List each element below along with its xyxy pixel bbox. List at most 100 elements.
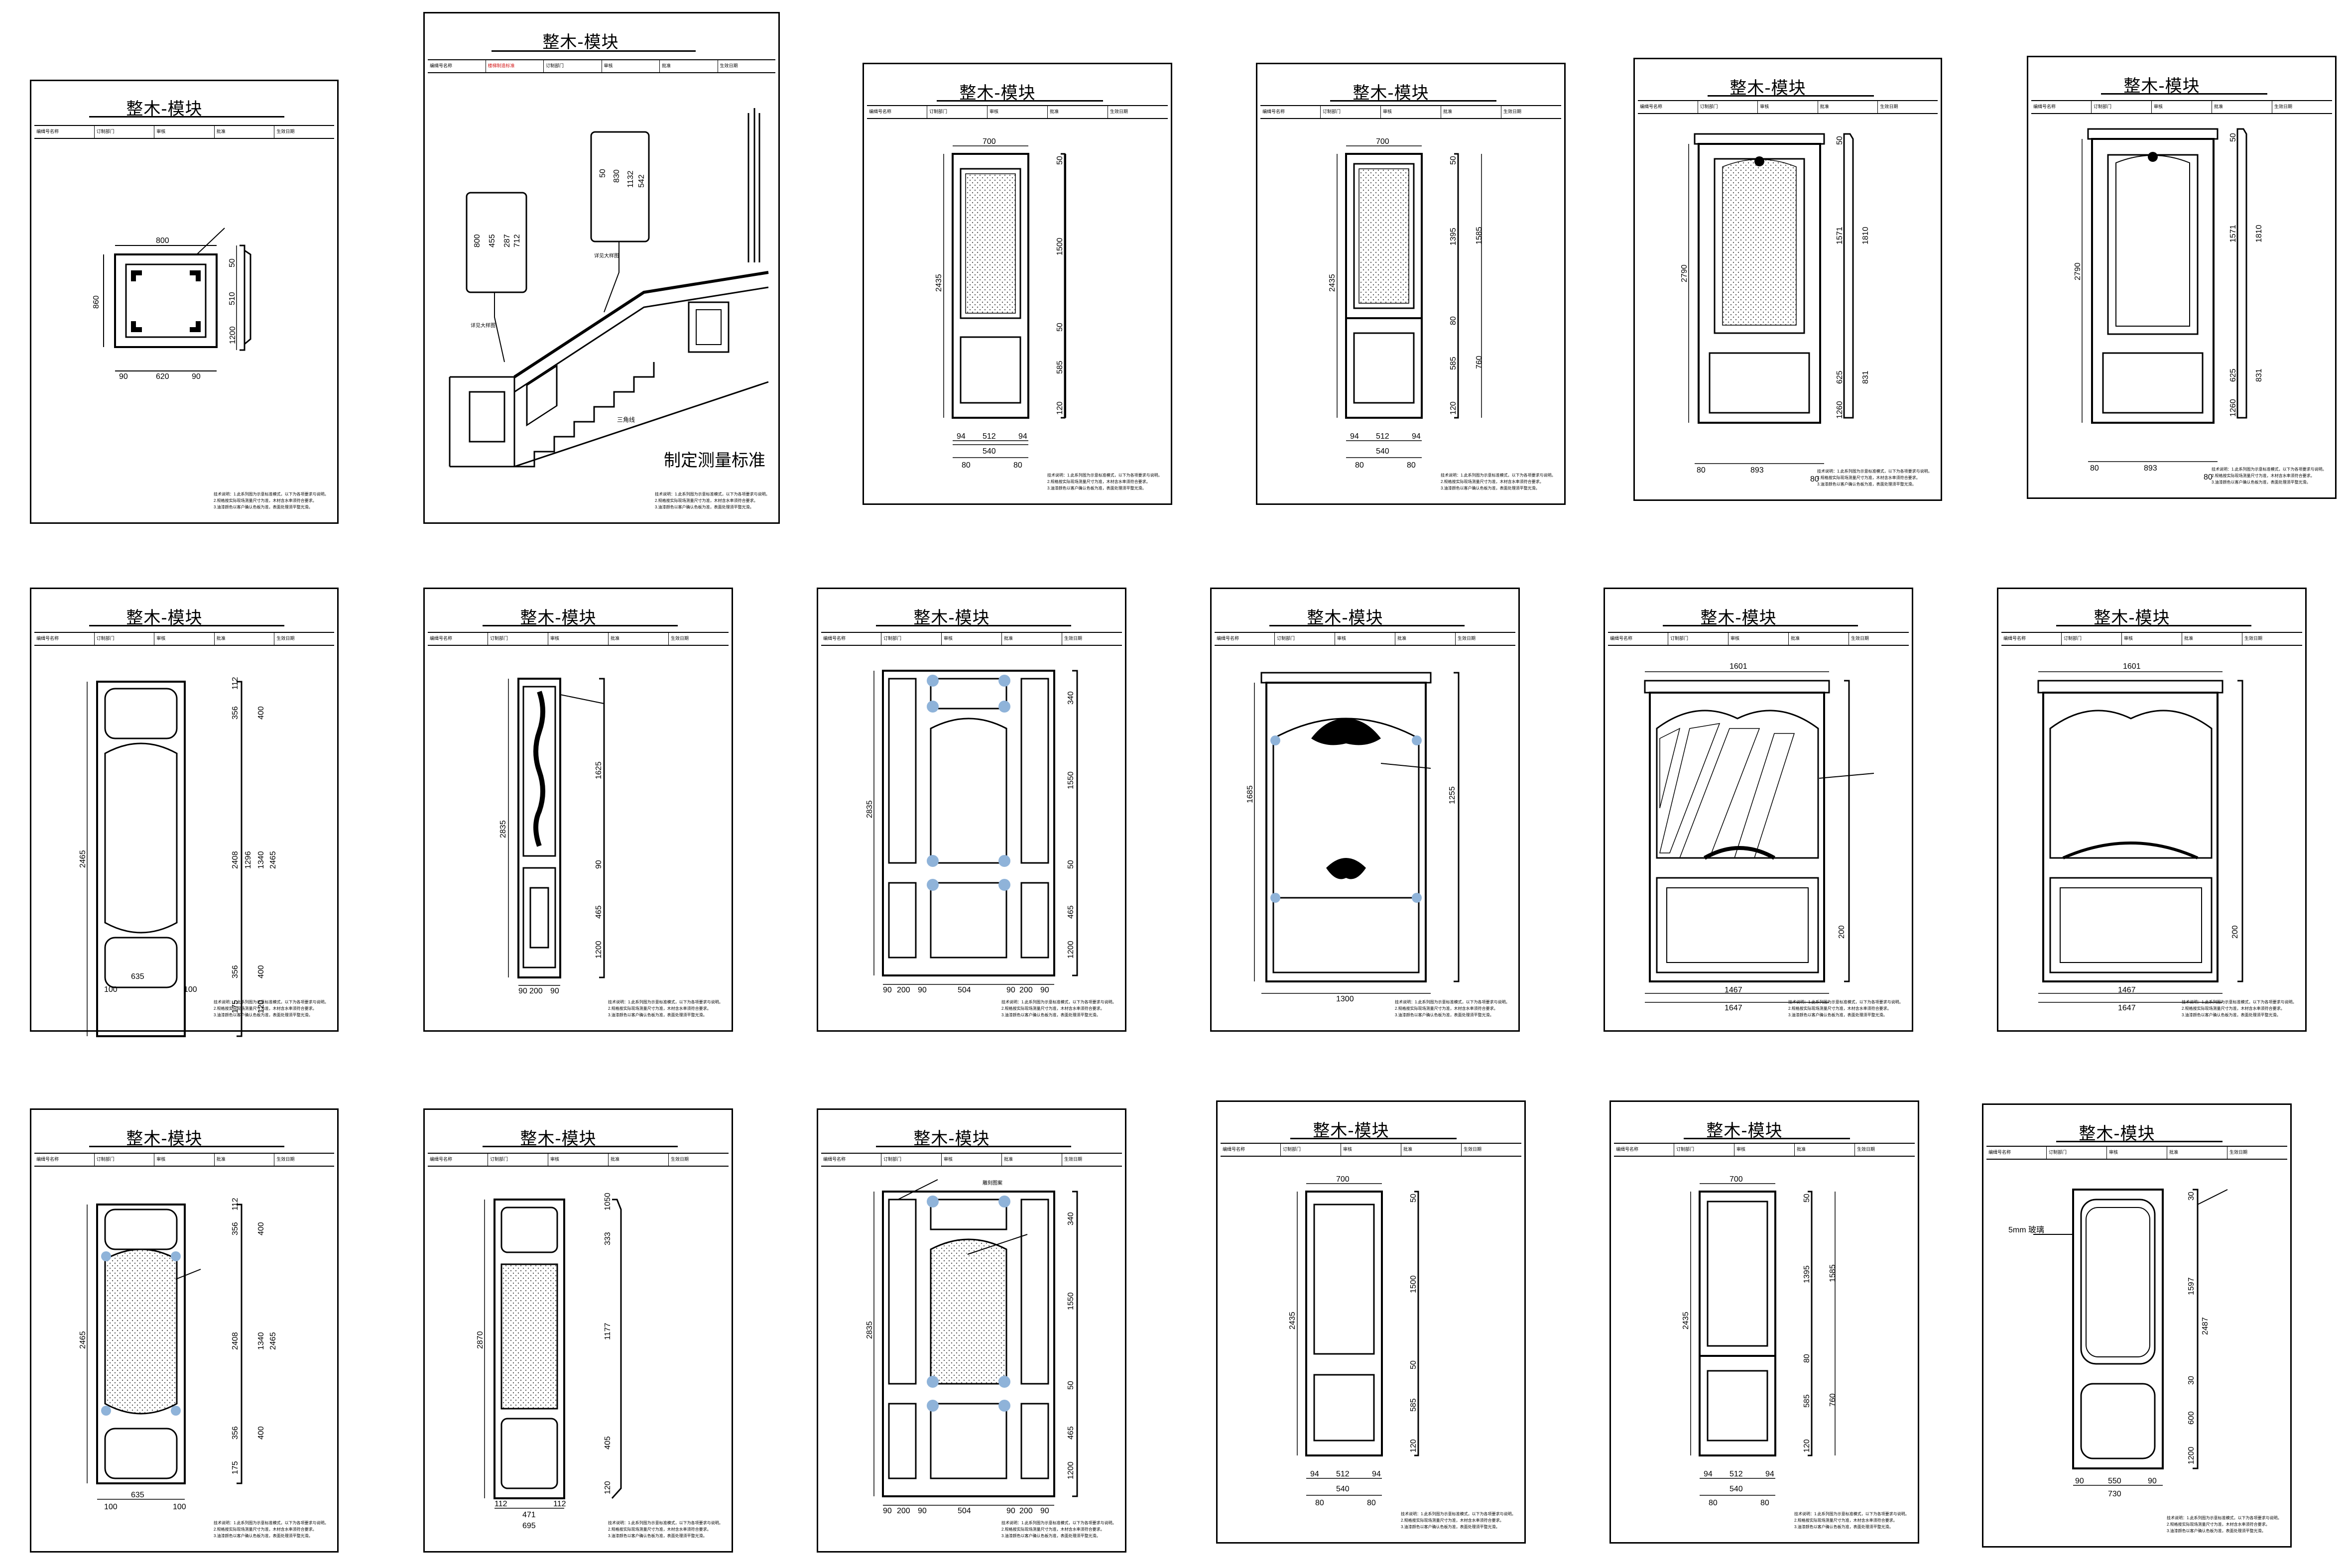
dim-side-4: 625: [1836, 370, 1844, 384]
dim-h: 2790: [1680, 264, 1689, 282]
header-cell: 批准: [609, 633, 669, 645]
dim-side-8: 400: [257, 1426, 265, 1440]
header-cell: 订制部门: [544, 60, 602, 72]
dim-side-1: 1395: [1449, 228, 1458, 245]
note-line: 技术说明：1.此系列图为示意标准模式，以下为各项要求与说明。: [1395, 1000, 1509, 1004]
header-cell: 生效日期: [720, 63, 738, 68]
title-underline: [483, 625, 678, 626]
title-underline: [2056, 625, 2251, 626]
title-underline: [876, 625, 1071, 626]
sheet-title: 整木-模块: [520, 608, 597, 628]
dim-base-5: 200: [1019, 986, 1033, 994]
stair-callout-b-0: 50: [599, 169, 607, 178]
staircase-drawing: 800 455 287 712 详见大样图 50 830 1132 542 详见…: [449, 108, 769, 468]
dim-w: 700: [1336, 1175, 1350, 1184]
dim-base-0: 80: [2090, 464, 2099, 473]
dim-side-1: 1550: [1067, 1292, 1075, 1310]
header-row: 编缉号名称订制部门审核批准生效日期: [428, 632, 729, 646]
dim-base-0: 635: [131, 972, 144, 981]
note-line: 技术说明：1.此系列图为示意标准模式，以下为各项要求与说明。: [1817, 469, 1932, 474]
dim-base3-0: 80: [962, 461, 971, 470]
callout-label: 雕刻图案: [983, 1180, 1002, 1186]
dim-side-0: 1685: [1246, 785, 1254, 803]
note-line: 2.规格按实际现场测量尺寸为准，木材含水率须符合要求。: [1001, 1006, 1105, 1011]
dim-base-1: 512: [1336, 1470, 1350, 1478]
dim-base-4: 90: [1006, 986, 1015, 994]
technical-notes: 技术说明：1.此系列图为示意标准模式，以下为各项要求与说明。 2.规格按实际现场…: [2212, 466, 2326, 485]
title-underline: [876, 1146, 1071, 1147]
header-cell: 编缉号名称: [821, 1154, 881, 1166]
note-line: 技术说明：1.此系列图为示意标准模式，以下为各项要求与说明。: [608, 1521, 723, 1525]
note-line: 2.规格按实际现场测量尺寸为准，木材含水率须符合要求。: [1788, 1006, 1891, 1011]
dim-side-6: 2465: [269, 1332, 277, 1350]
dim-base-1: 1647: [1725, 1004, 1742, 1012]
dim-side-2: 50: [1067, 1381, 1075, 1390]
dim-base-0: 90: [518, 987, 527, 995]
header-cell: 批准: [1048, 106, 1108, 118]
sheet-title: 整木-模块: [959, 83, 1036, 103]
dim-side-0: 50: [1803, 1194, 1811, 1203]
sheet-13: 整木-模块 编缉号名称订制部门审核批准生效日期 2465 112 356 400…: [30, 1108, 339, 1553]
note-line: 技术说明：1.此系列图为示意标准模式，以下为各项要求与说明。: [2167, 1516, 2281, 1520]
note-line: 2.规格按实际现场测量尺寸为准，木材含水率须符合要求。: [608, 1006, 711, 1011]
door-drawing: 700 2435 50 1395 1585 80 585 760 120 94 …: [1328, 137, 1483, 470]
dim-base-0: 94: [1350, 432, 1359, 441]
dim-side-0: 340: [1067, 1212, 1075, 1225]
header-row: 编缉号名称订制部门审核批准生效日期: [34, 632, 334, 646]
dim-h: 860: [92, 295, 101, 309]
dim-base-0: 1300: [1336, 995, 1354, 1003]
dim-w: 700: [1729, 1175, 1743, 1184]
technical-notes: 技术说明：1.此系列图为示意标准模式，以下为各项要求与说明。 2.规格按实际现场…: [608, 999, 723, 1018]
sheet-4: 整木-模块 编缉号名称订制部门审核批准生效日期 700 2435 50 1395…: [1256, 63, 1566, 505]
dim-side-9: 175: [231, 1461, 240, 1474]
header-cell: 审核: [602, 60, 660, 72]
sheet-title: 整木-模块: [2094, 608, 2170, 628]
sheet-18: 整木-模块 编缉号名称订制部门审核批准生效日期 5mm 玻璃 30 1597 2…: [1982, 1103, 2292, 1548]
dim-side-7: 356: [231, 965, 240, 978]
dim-base-1: 200: [897, 1507, 910, 1515]
note-line: 技术说明：1.此系列图为示意标准模式，以下为各项要求与说明。: [1001, 1000, 1116, 1004]
header-cell: 审核: [1335, 633, 1395, 645]
dim-side-1: 333: [604, 1232, 612, 1245]
technical-notes: 技术说明：1.此系列图为示意标准模式，以下为各项要求与说明。 2.规格按实际现场…: [1794, 1511, 1909, 1530]
dim-base-2: 90: [918, 1507, 927, 1515]
dim-side-5: 831: [1861, 370, 1870, 384]
technical-notes: 技术说明：1.此系列图为示意标准模式，以下为各项要求与说明。 2.规格按实际现场…: [2167, 1515, 2281, 1534]
technical-notes: 技术说明：1.此系列图为示意标准模式，以下为各项要求与说明。 2.规格按实际现场…: [1047, 472, 1162, 491]
dim-base-2: 94: [1372, 1470, 1381, 1478]
title-underline: [2101, 93, 2267, 95]
dim-side-0: 112: [231, 1198, 240, 1210]
sheet-title: 整木-模块: [520, 1129, 597, 1149]
sheet-10: 整木-模块 编缉号名称订制部门审核批准生效日期 1685 1255 1300 技…: [1210, 588, 1520, 1032]
dim-base-5: 200: [1019, 1507, 1033, 1515]
header-cell: 审核: [2122, 633, 2182, 645]
dim-side-1: 510: [228, 292, 237, 305]
header-cell: 批准: [1401, 1144, 1462, 1156]
header-cell: 批准: [609, 1154, 669, 1166]
header-cell: 批准: [2182, 633, 2242, 645]
dim-base-2: 112: [553, 1500, 566, 1508]
dim-base-0: 635: [131, 1491, 144, 1499]
header-row: 编缉号名称订制部门审核批准生效日期: [2001, 632, 2302, 646]
sheet-title: 整木-模块: [1307, 608, 1383, 628]
dim-side-11: 120: [257, 1000, 265, 1013]
dim-side-2: 1585: [1829, 1264, 1837, 1282]
dim-side-3: 1200: [595, 941, 603, 959]
dim-base-2: 90: [192, 372, 201, 381]
header-cell: 生效日期: [1503, 109, 1522, 114]
note-line: 2.规格按实际现场测量尺寸为准，木材含水率须符合要求。: [1047, 480, 1150, 484]
header-cell: 编缉号名称: [34, 1154, 95, 1166]
technical-notes: 技术说明：1.此系列图为示意标准模式，以下为各项要求与说明。 2.规格按实际现场…: [1817, 468, 1932, 487]
header-cell: 审核: [2152, 101, 2212, 113]
title-underline: [492, 50, 696, 52]
header-cell: 批准: [1818, 101, 1878, 113]
dim-w: 1601: [1729, 662, 1747, 671]
header-cell: 审核: [154, 1154, 215, 1166]
note-line: 3.油漆颜色以客户确认色板为准，表面处理须平整光滑。: [214, 505, 313, 509]
header-cell: 生效日期: [1064, 1157, 1083, 1162]
header-cell: 审核: [548, 633, 609, 645]
dim-side-0: 50: [1449, 156, 1458, 165]
dim-w: 800: [156, 237, 169, 245]
dim-side-6: 1260: [2229, 399, 2237, 417]
door-drawing: 雕刻图案 2835 340 1550 50 465 1200 90 200 90…: [865, 1179, 1078, 1515]
